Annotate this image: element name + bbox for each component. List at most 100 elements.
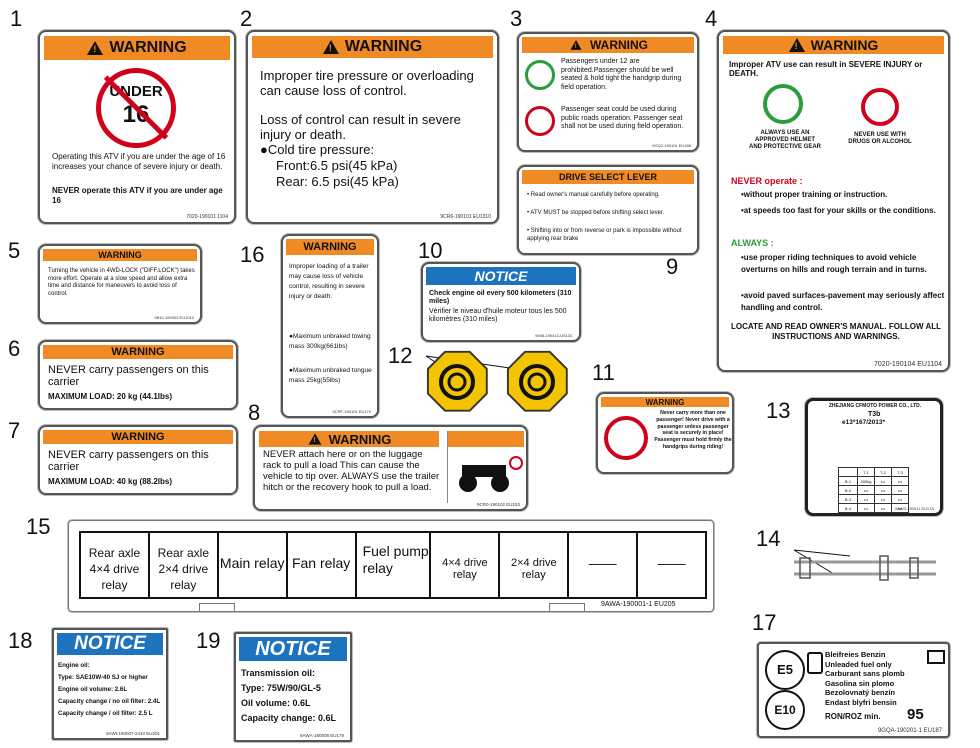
- label-code: 9CR0-190102 EU153: [476, 502, 520, 507]
- never-item-2: •at speeds too fast for your skills or t…: [741, 206, 936, 215]
- warning-header: WARNING: [601, 397, 729, 407]
- callout-1: 1: [10, 6, 23, 31]
- drive-bullet-3: • Shifting into or from reverse or park …: [527, 228, 682, 242]
- relay-cell-2: Rear axle 2×4 drive relay: [150, 533, 219, 597]
- notice-header: NOTICE: [239, 637, 347, 661]
- atv-tow-pictogram: [447, 431, 524, 503]
- label-10-engine-oil-notice: NOTICE Check engine oil every 500 kilome…: [421, 262, 581, 342]
- callout-16: 16: [240, 242, 265, 267]
- label-19-transmission-oil-notice: NOTICE Transmission oil: Type: 75W/90/GL…: [234, 632, 352, 742]
- label-1-age-warning: WARNING UNDER 16 Operating this ATV if y…: [38, 30, 236, 224]
- label-17-unleaded-fuel: E5 E10 Bleifreies Benzin Unleaded fuel o…: [757, 642, 950, 738]
- callout-2: 2: [240, 6, 253, 31]
- callout-17: 17: [752, 610, 777, 635]
- callout-18: 18: [8, 628, 33, 653]
- warning-header: WARNING: [44, 36, 230, 60]
- helmet-icon: [763, 84, 803, 124]
- vehicle-type: T3b: [868, 411, 881, 418]
- fuel-lines: Bleifreies Benzin Unleaded fuel only Car…: [825, 650, 905, 707]
- tow-warning-text: NEVER attach here or on the luggage rack…: [263, 449, 440, 493]
- label-code: 9AWA-190008 EU179: [300, 733, 344, 738]
- tire-warning-text: Improper tire pressure or overloading ca…: [260, 68, 474, 98]
- always-item-1: •use proper riding techniques to avoid v…: [741, 253, 927, 274]
- age-warning-text: Operating this ATV if you are under the …: [52, 152, 226, 171]
- callout-19: 19: [196, 628, 221, 653]
- relay-cell-4: Fan relay: [288, 533, 357, 597]
- label-16-trailer-warning: WARNING Improper loading of a trailer ma…: [281, 234, 379, 418]
- label-18-engine-oil-notice: NOTICE Engine oil: Type: SAE10W-40 SJ or…: [52, 628, 168, 740]
- callout-3: 3: [510, 6, 523, 31]
- notice-header: NOTICE: [57, 633, 163, 655]
- label-3-passenger-warning: WARNING Passengers under 12 are prohibit…: [517, 32, 699, 152]
- warning-header: WARNING: [43, 249, 197, 261]
- passenger-text-1: Passengers under 12 are prohibited.Passe…: [561, 58, 682, 91]
- octagon-icon-left: [426, 350, 488, 412]
- callout-7: 7: [8, 418, 21, 443]
- never-operate-heading: NEVER operate :: [731, 176, 803, 186]
- fuel-pump-icon: [807, 652, 823, 674]
- atv-intro-text: Improper ATV use can result in SEVERE IN…: [729, 60, 923, 78]
- label-14-wire-tags: [793, 549, 936, 581]
- transmission-oil-lines: Transmission oil: Type: 75W/90/GL-5 Oil …: [241, 668, 337, 723]
- front-pressure: Front:6.5 psi(45 kPa): [276, 158, 398, 173]
- drive-bullet-2: • ATV MUST be stopped before shifting se…: [527, 210, 665, 216]
- cold-tire-pressure-title: ●Cold tire pressure:: [260, 142, 375, 157]
- engine-oil-lines: Engine oil: Type: SAE10W-40 SJ or higher…: [58, 662, 161, 717]
- atv-icon: [459, 456, 523, 492]
- warning-header: WARNING: [43, 430, 233, 444]
- relay-cell-5: Fuel pump relay: [357, 533, 432, 597]
- label-code: 9AWA-190001-1 EU205: [601, 601, 676, 608]
- max-load-text: MAXIMUM LOAD: 20 kg (44.1lbs): [48, 392, 173, 401]
- callout-14: 14: [756, 526, 781, 551]
- tab-right: [549, 603, 585, 611]
- passenger-limit-text: Never carry more than one passenger! Nev…: [654, 410, 732, 450]
- towing-mass-text: ●Maximum unbraked towing mass 300kg(661l…: [289, 333, 371, 350]
- e5-badge: E5: [765, 650, 805, 690]
- always-heading: ALWAYS :: [731, 238, 774, 248]
- warning-header: WARNING: [286, 239, 374, 255]
- passenger-prohibited-icon: [525, 106, 555, 136]
- under-16-prohibition-icon: UNDER 16: [96, 68, 176, 148]
- label-13-type-plate: ZHEJIANG CFMOTO POWER CO., LTD. T3b e13*…: [805, 398, 943, 516]
- warning-header: WARNING: [43, 345, 233, 359]
- load-table: T-1 T-2 T-3 B-1 300kg ••• ••• B-2 ••• ••…: [838, 467, 909, 513]
- label-code: 9AW3-190011 EU17A: [895, 506, 934, 511]
- relay-cell-8: ——: [569, 533, 639, 597]
- callout-10: 10: [418, 238, 443, 263]
- warning-header: WARNING: [259, 431, 439, 447]
- label-code: 9AWt-190007-2410 EU201: [106, 731, 160, 736]
- manual-book-icon: [927, 650, 945, 664]
- never-item-1: •without proper training or instruction.: [741, 190, 888, 199]
- always-item-2: •avoid paved surfaces-pavement may serio…: [741, 291, 945, 312]
- oil-check-french: Vérifier le niveau d'huile moteur tous l…: [429, 308, 567, 323]
- callout-11: 11: [592, 360, 615, 385]
- never-operate-text: NEVER operate this ATV if you are under …: [52, 186, 223, 205]
- label-12-octagon-stickers: [425, 350, 568, 412]
- label-5-4wd-lock-warning: WARNING Turning the vehicle in 4WD-LOCK …: [38, 244, 202, 324]
- manufacturer: ZHEJIANG CFMOTO POWER CO., LTD.: [828, 403, 922, 409]
- warning-triangle-icon: [322, 40, 339, 54]
- passenger-text-2: Passenger seat could be used during publ…: [561, 106, 684, 130]
- label-code: 7020-190104 EU1104: [874, 361, 942, 368]
- label-7-carrier-40kg: WARNING NEVER carry passengers on this c…: [38, 425, 238, 495]
- helmet-caption: ALWAYS USE AN APPROVED HELMET AND PROTEC…: [749, 130, 822, 150]
- callout-5: 5: [8, 238, 21, 263]
- drive-bullet-1: • Read owner's manual carefully before o…: [527, 192, 660, 198]
- relay-grid: Rear axle 4×4 drive relay Rear axle 2×4 …: [79, 531, 707, 599]
- label-8-tow-warning: WARNING NEVER attach here or on the lugg…: [253, 425, 528, 511]
- tab-left: [199, 603, 235, 611]
- callout-13: 13: [766, 398, 791, 423]
- relay-cell-3: Main relay: [219, 533, 288, 597]
- label-code: 9GQA-190201-1 EU187: [877, 728, 942, 734]
- callout-4: 4: [705, 6, 718, 31]
- label-code: 7020-190101 1104: [186, 214, 228, 220]
- label-code: 9GQ2-190101 EU188: [652, 143, 691, 148]
- relay-cell-6: 4×4 drive relay: [431, 533, 501, 597]
- rear-pressure: Rear: 6.5 psi(45 kPa): [276, 174, 399, 189]
- callout-8: 8: [248, 400, 261, 425]
- 4wd-lock-text: Turning the vehicle in 4WD-LOCK ("DIFF.L…: [48, 268, 195, 297]
- label-2-tire-pressure: WARNING Improper tire pressure or overlo…: [246, 30, 499, 224]
- label-code: 9CRF-190101 EU179: [332, 409, 371, 414]
- label-11-passenger-limit: WARNING Never carry more than one passen…: [596, 392, 734, 474]
- callout-12: 12: [388, 343, 413, 368]
